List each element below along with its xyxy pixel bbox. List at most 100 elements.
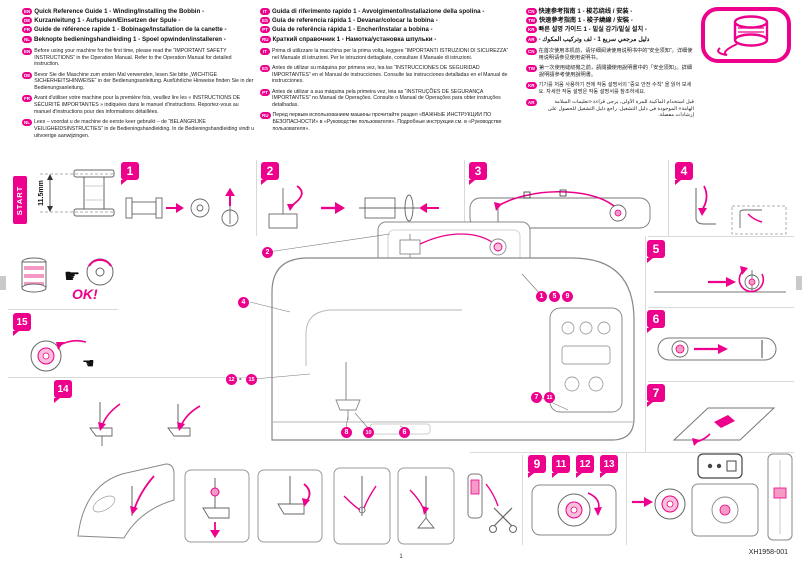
warning-text: 第一次使用縫紉機之前，請閱讀使用說明書中的「安全須知」。詳細說明請參考使用說明書… (539, 64, 693, 78)
step-1-illustration (125, 188, 239, 227)
lang-badge: EN (22, 8, 33, 15)
divider (8, 377, 246, 378)
title-text: Guide de référence rapide 1 - Bobinage/I… (34, 26, 227, 34)
step-badge-7: 7 (647, 384, 665, 407)
title-text: Kurzanleitung 1 - Aufspulen/Einsetzen de… (34, 17, 181, 25)
document-code: XH1958-001 (748, 549, 788, 556)
correct-bobbin-illustration: ☛ (21, 257, 114, 293)
lang-badge: AR (526, 35, 537, 43)
lang-badge: NL (22, 119, 32, 127)
lang-badge: CN (526, 8, 537, 15)
divider (645, 236, 646, 452)
lang-badge: PT (260, 26, 270, 34)
title-text: Guía de referencia rápida 1 - Devanar/co… (272, 17, 438, 25)
callout-2: 2 (262, 247, 273, 258)
start-label: START (15, 185, 25, 215)
step-badge-11: 11 (552, 455, 570, 478)
lang-badge: FR (22, 26, 32, 34)
warning-text: Avant d'utiliser votre machine pour la p… (34, 95, 241, 115)
step-badge-1: 1 (121, 162, 139, 185)
title-text: 快速参考指南 1 - 梭芯绕线 / 安装 - (538, 8, 633, 15)
bobbin-case-panel-illustration (632, 453, 793, 541)
lang-badge: ES (260, 64, 271, 72)
page-number: 1 (399, 554, 403, 560)
callout-12: 12 (226, 374, 237, 385)
lang-badge: AR (526, 98, 537, 106)
warning-text: Prima di utilizzare la macchina per la p… (272, 47, 509, 61)
step-badge-6: 6 (647, 310, 665, 333)
callout-10: 10 (363, 427, 374, 438)
lang-badge: TW (526, 17, 537, 25)
warning-text: Bevor Sie die Maschine zum ersten Mal ve… (34, 71, 254, 92)
bobbin-size-diagram: 11.5mm (38, 169, 115, 217)
step-6-illustration (657, 337, 777, 361)
step-14-illustration (89, 402, 201, 446)
spool-logo-icon (701, 7, 791, 63)
lang-badge: TW (526, 64, 537, 72)
callout-15: 15 (246, 374, 257, 385)
step-badge-14: 14 (54, 380, 72, 403)
sewing-machine-diagram (250, 221, 635, 441)
step-badge-2: 2 (261, 162, 279, 185)
callout-1: 1 (536, 291, 547, 302)
lang-badge: IT (260, 47, 270, 55)
step-badge-13: 13 (600, 455, 618, 478)
warning-text: Lees – voordat u de machine de eerste ke… (34, 119, 255, 139)
warning-text: Antes de utilizar a sua máquina pela pri… (272, 88, 501, 109)
divider (648, 307, 794, 308)
callout-7: 7 (531, 392, 542, 403)
print-mark-right (796, 276, 802, 290)
title-text: Guida di riferimento rapido 1 - Avvolgim… (272, 8, 485, 15)
lang-badge: NL (22, 35, 32, 43)
presser-foot-box-2 (257, 469, 323, 543)
lang-badge: DE (22, 71, 33, 79)
step-14-detail-illustration (77, 463, 175, 539)
lang-badge: KR (526, 26, 537, 34)
warning-text: 在首次使用本机前，请仔细阅读使用说明书中的“安全须知”。详细使用说明请参见使用说… (538, 47, 693, 61)
brand-logo (700, 6, 792, 64)
step-15-illustration: ☚ (30, 339, 95, 372)
lang-badge: CN (526, 47, 537, 55)
step-badge-12: 12 (576, 455, 594, 478)
title-text: 快速參考指南 1 - 梭子繞線 / 安裝 - (539, 17, 633, 25)
measure-label: 11.5mm (38, 180, 45, 206)
print-mark-left (0, 276, 6, 290)
divider (464, 160, 465, 236)
start-banner: START (13, 176, 27, 224)
lang-badge: ES (260, 17, 271, 25)
callout-11: 11 (544, 392, 555, 403)
divider (522, 455, 523, 545)
callout-8: 8 (341, 427, 352, 438)
divider (648, 381, 794, 382)
step-badge-4: 4 (675, 162, 693, 185)
step-5-illustration (654, 266, 786, 293)
step-badge-9: 9 (528, 455, 546, 478)
pointing-hand-icon: ☚ (82, 355, 95, 371)
title-text: Краткий справочник 1 - Намотка/установка… (272, 35, 437, 43)
warning-text: Antes de utilizar su máquina por primera… (272, 64, 508, 85)
divider (256, 160, 257, 236)
step-badge-3: 3 (469, 162, 487, 185)
title-text: Beknopte bedieningshandleiding 1 - Spoel… (34, 35, 226, 43)
bobbin-insert-illustration (531, 484, 617, 536)
step-2-illustration (268, 185, 439, 229)
lang-badge: RU (260, 112, 271, 120)
callout-range-dash: - (239, 374, 242, 383)
